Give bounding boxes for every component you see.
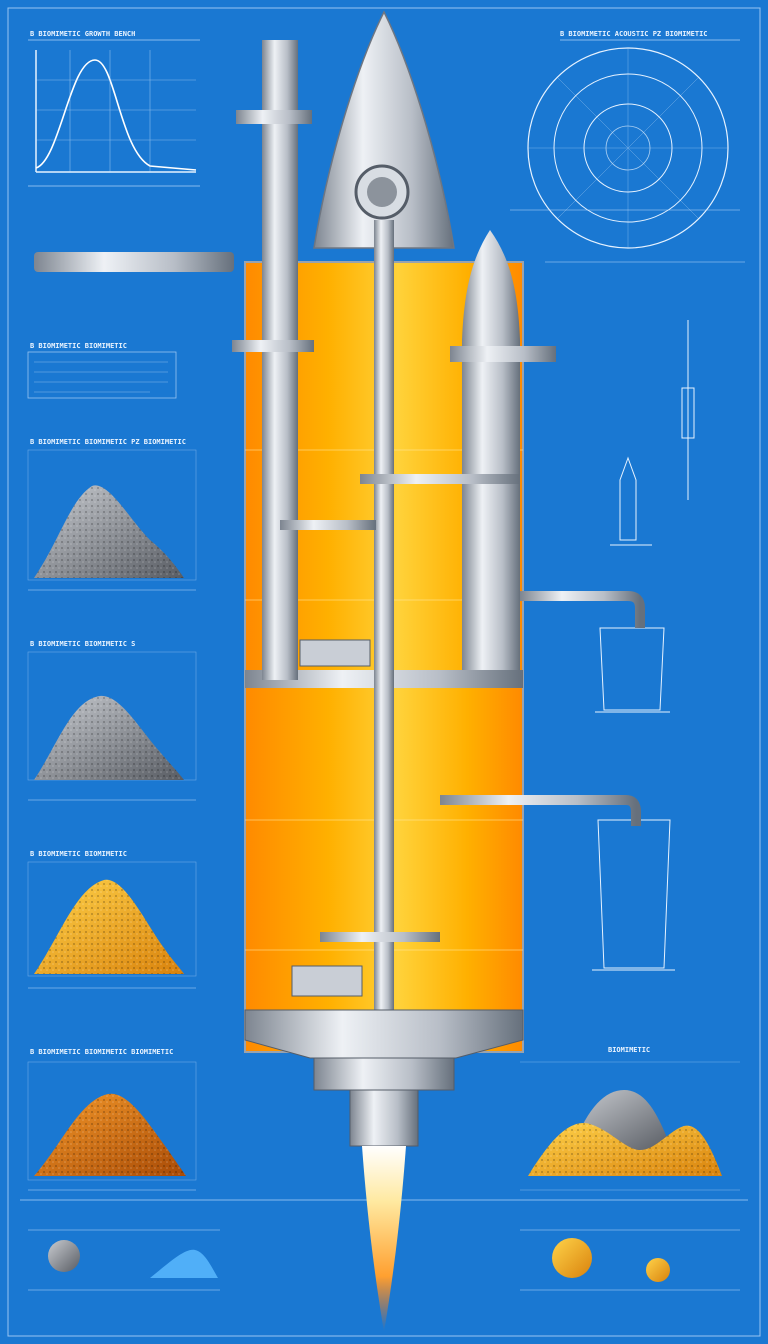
ore-nugget-gold-large [552,1238,592,1278]
engine-flame [362,1146,406,1332]
right-pipe-lower [440,795,641,826]
left-feed-pipe [34,252,234,272]
engine-nozzle [349,1089,419,1147]
central-shaft [374,220,394,1120]
heading-left-pile-1: B BIOMIMETIC BIOMIMETIC PZ BIOMIMETIC [30,438,186,446]
heading-left-pile-2: B BIOMIMETIC BIOMIMETIC S [30,640,135,648]
rocket-base [244,1009,524,1059]
heading-top-right-disk: B BIOMIMETIC ACOUSTIC PZ BIOMIMETIC [560,30,708,38]
heading-top-left-chart: B BIOMIMETIC GROWTH BENCH [30,30,135,38]
rocket-assembly [34,10,645,1332]
left-pile-1-panel [27,449,197,591]
right-pile-panel [520,1061,740,1191]
bottom-right-samples [520,1229,740,1291]
top-right-disk-panel [510,39,745,263]
bottom-left-samples [28,1229,220,1291]
powder-pile-blue [150,1249,218,1278]
heading-left-block-1: B BIOMIMETIC BIOMIMETIC [30,342,127,350]
top-left-chart-panel [28,39,200,187]
left-pile-2-panel [27,651,197,801]
left-support-tower [262,40,298,680]
ore-nugget-gray [48,1240,80,1272]
ore-nugget-gold-small [646,1258,670,1282]
right-tower-diagrams [592,320,695,971]
side-booster-body [462,340,520,670]
left-pile-3-panel [27,861,197,989]
heading-right-pile: BIOMIMETIC [608,1046,650,1054]
side-booster-nose [462,230,520,340]
border-frame [7,7,761,1337]
heading-left-pile-3: B BIOMIMETIC BIOMIMETIC [30,850,127,858]
bell-curve [35,59,197,171]
heading-left-pile-4: B BIOMIMETIC BIOMIMETIC BIOMIMETIC [30,1048,173,1056]
left-block-1 [27,351,177,399]
right-pipe-upper [520,591,645,628]
left-pile-4-panel [27,1061,197,1191]
